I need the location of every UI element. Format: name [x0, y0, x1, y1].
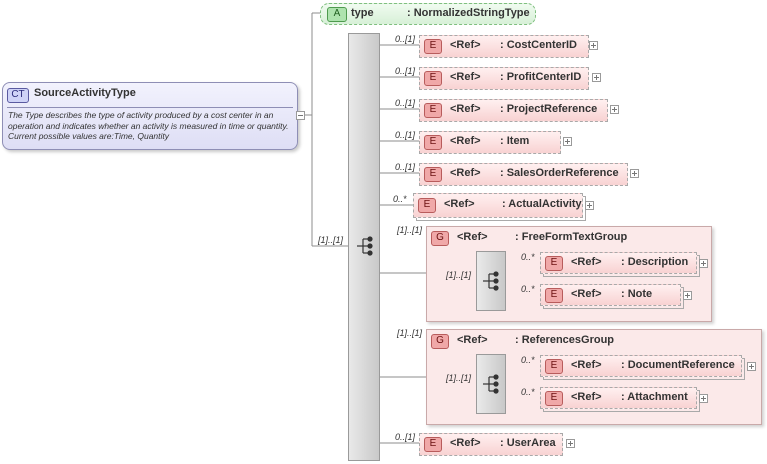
element-name: : Note: [621, 288, 653, 300]
sequence-occurrence: [1]..[1]: [446, 270, 472, 280]
element-name: : ActualActivity: [502, 198, 582, 210]
sequence-icon: [483, 374, 499, 394]
element-badge: E: [424, 167, 442, 182]
element-badge: E: [424, 39, 442, 54]
element-projectreference[interactable]: E <Ref> : ProjectReference: [419, 99, 608, 122]
occurrence-label: 0..*: [521, 284, 535, 294]
element-salesorderreference[interactable]: E <Ref> : SalesOrderReference: [419, 163, 628, 186]
group-badge: G: [431, 334, 449, 349]
occurrence-label: 0..*: [521, 252, 535, 262]
ref-label: <Ref>: [450, 135, 481, 147]
element-name: : UserArea: [500, 437, 556, 449]
occurrence-label: 0..[1]: [395, 130, 416, 140]
attribute-name: type: [351, 7, 374, 19]
expand-icon[interactable]: [585, 201, 594, 210]
sequence-occurrence: [1]..[1]: [318, 235, 344, 245]
sequence-icon: [357, 236, 373, 256]
group-occurrence: [1]..[1]: [397, 328, 423, 338]
element-name: : ProjectReference: [500, 103, 598, 115]
ref-label: <Ref>: [450, 437, 481, 449]
expand-icon[interactable]: [699, 259, 708, 268]
complex-type-description: The Type describes the type of activity …: [8, 110, 289, 141]
expand-icon[interactable]: [699, 394, 708, 403]
ref-label: <Ref>: [457, 334, 488, 346]
element-name: : Item: [500, 135, 530, 147]
group-occurrence: [1]..[1]: [397, 225, 423, 235]
group-name: : ReferencesGroup: [515, 334, 615, 346]
divider: [7, 107, 293, 108]
ref-label: <Ref>: [450, 71, 481, 83]
element-name: : ProfitCenterID: [500, 71, 582, 83]
element-attachment[interactable]: E <Ref> : Attachment: [540, 387, 697, 409]
element-name: : CostCenterID: [500, 39, 578, 51]
element-actualactivity[interactable]: E <Ref> : ActualActivity: [413, 193, 583, 218]
expand-icon[interactable]: [630, 169, 639, 178]
occurrence-label: 0..*: [521, 355, 535, 365]
sequence-occurrence: [1]..[1]: [446, 373, 472, 383]
complex-type-badge: CT: [7, 88, 29, 103]
ref-label: <Ref>: [571, 359, 602, 371]
element-name: : Description: [621, 256, 689, 268]
element-costcenterid[interactable]: E <Ref> : CostCenterID: [419, 35, 589, 58]
occurrence-label: 0..[1]: [395, 98, 416, 108]
element-name: : Attachment: [621, 391, 688, 403]
attribute-type: : NormalizedStringType: [407, 7, 530, 19]
expand-icon[interactable]: [683, 291, 692, 300]
element-badge: E: [424, 71, 442, 86]
element-badge: E: [424, 437, 442, 452]
complex-type-name: SourceActivityType: [34, 87, 136, 99]
element-name: : SalesOrderReference: [500, 167, 619, 179]
element-profitcenterid[interactable]: E <Ref> : ProfitCenterID: [419, 67, 589, 90]
ref-label: <Ref>: [450, 167, 481, 179]
attribute-badge: A: [327, 7, 347, 22]
element-note[interactable]: E <Ref> : Note: [540, 284, 681, 306]
element-badge: E: [545, 391, 563, 406]
element-badge: E: [424, 103, 442, 118]
expand-icon[interactable]: [610, 105, 619, 114]
element-name: : DocumentReference: [621, 359, 735, 371]
element-documentreference[interactable]: E <Ref> : DocumentReference: [540, 355, 742, 377]
occurrence-label: 0..[1]: [395, 162, 416, 172]
expand-icon[interactable]: [563, 137, 572, 146]
attribute-box[interactable]: A type : NormalizedStringType: [320, 3, 536, 25]
sequence-icon: [483, 271, 499, 291]
occurrence-label: 0..[1]: [395, 432, 416, 442]
ref-label: <Ref>: [444, 198, 475, 210]
element-badge: E: [545, 359, 563, 374]
complex-type-box[interactable]: CT SourceActivityType The Type describes…: [2, 82, 298, 150]
element-userarea[interactable]: E <Ref> : UserArea: [419, 433, 563, 456]
occurrence-label: 0..*: [393, 194, 407, 204]
group-freeformtextgroup[interactable]: G <Ref> : FreeFormTextGroup: [426, 226, 712, 322]
element-description[interactable]: E <Ref> : Description: [540, 252, 697, 274]
expand-icon[interactable]: [589, 41, 598, 50]
ref-label: <Ref>: [457, 231, 488, 243]
expand-icon[interactable]: [747, 362, 756, 371]
element-badge: E: [545, 256, 563, 271]
ref-label: <Ref>: [450, 103, 481, 115]
occurrence-label: 0..[1]: [395, 34, 416, 44]
element-badge: E: [418, 198, 436, 213]
ref-label: <Ref>: [571, 391, 602, 403]
occurrence-label: 0..[1]: [395, 66, 416, 76]
collapse-icon[interactable]: [296, 111, 305, 120]
element-badge: E: [424, 135, 442, 150]
expand-icon[interactable]: [566, 439, 575, 448]
ref-label: <Ref>: [450, 39, 481, 51]
element-item[interactable]: E <Ref> : Item: [419, 131, 561, 154]
group-name: : FreeFormTextGroup: [515, 231, 628, 243]
expand-icon[interactable]: [592, 73, 601, 82]
sequence-compositor[interactable]: [348, 33, 380, 461]
ref-label: <Ref>: [571, 256, 602, 268]
element-badge: E: [545, 288, 563, 303]
occurrence-label: 0..*: [521, 387, 535, 397]
group-badge: G: [431, 231, 449, 246]
ref-label: <Ref>: [571, 288, 602, 300]
